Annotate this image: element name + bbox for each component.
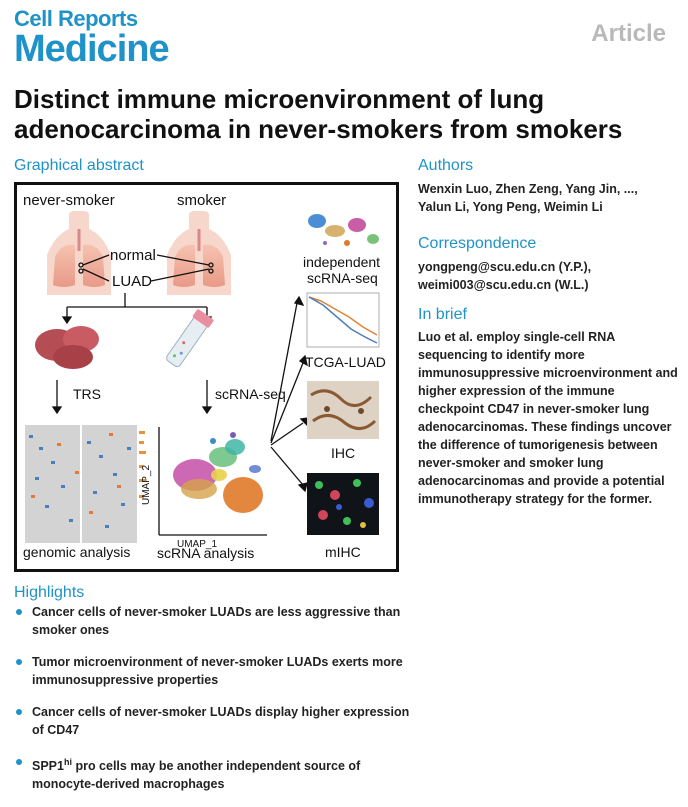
label-tcga-luad: TCGA-LUAD <box>305 354 386 370</box>
highlight-item: Cancer cells of never-smoker LUADs are l… <box>14 603 414 639</box>
in-brief-text: Luo et al. employ single-cell RNA sequen… <box>418 330 678 506</box>
graphical-abstract-heading: Graphical abstract <box>14 157 144 174</box>
article-title: Distinct immune microenvironment of lung… <box>14 84 623 144</box>
highlights-heading: Highlights <box>14 584 85 601</box>
ihc-image-thumbnail <box>307 381 379 439</box>
smoker-lungs-icon <box>167 211 231 295</box>
independent-umap-thumbnail <box>308 214 379 246</box>
label-ihc: IHC <box>331 445 355 461</box>
email-weimi-link[interactable]: weimi003@scu.edu.cn (W.L.) <box>418 278 589 292</box>
label-umap1: UMAP_1 <box>177 539 217 550</box>
graphical-abstract: never-smoker smoker normal LUAD <box>14 182 399 572</box>
umap-plot <box>158 427 267 536</box>
label-independent: independent <box>303 254 380 270</box>
label-independent-scrna: scRNA-seq <box>307 270 378 286</box>
mihc-image-thumbnail <box>307 473 379 535</box>
in-brief-heading: In brief <box>418 306 467 323</box>
label-scrna-seq: scRNA-seq <box>215 386 286 402</box>
label-mihc: mIHC <box>325 544 361 560</box>
authors-list: Wenxin Luo, Zhen Zeng, Yang Jin, ..., Ya… <box>418 180 638 216</box>
label-luad: LUAD <box>112 273 152 290</box>
sample-tube-icon <box>166 309 214 368</box>
authors-line1: Wenxin Luo, Zhen Zeng, Yang Jin, ..., <box>418 182 638 196</box>
label-trs: TRS <box>73 386 101 402</box>
highlight-item: SPP1hi pro cells may be another independ… <box>14 753 414 793</box>
label-umap2: UMAP_2 <box>141 465 152 505</box>
highlight-text-post: pro cells may be another independent sou… <box>32 759 361 792</box>
label-smoker: smoker <box>177 192 226 209</box>
validation-arrows <box>270 295 309 493</box>
email-yongpeng-link[interactable]: yongpeng@scu.edu.cn (Y.P.), <box>418 260 592 274</box>
journal-logo: Cell Reports Medicine <box>14 6 170 70</box>
authors-line2: Yalun Li, Yong Peng, Weimin Li <box>418 200 603 214</box>
journal-name-line2: Medicine <box>14 28 170 70</box>
label-genomic-analysis: genomic analysis <box>23 544 130 560</box>
highlight-text-pre: SPP1 <box>32 759 64 774</box>
correspondence-emails: yongpeng@scu.edu.cn (Y.P.), weimi003@scu… <box>418 258 591 294</box>
article-type-label: Article <box>591 20 666 47</box>
authors-heading: Authors <box>418 157 474 174</box>
highlight-superscript: hi <box>63 757 72 767</box>
highlight-item: Tumor microenvironment of never-smoker L… <box>14 653 414 689</box>
survival-curve-thumbnail <box>306 292 380 348</box>
process-arrows <box>51 380 213 415</box>
highlights-list: Cancer cells of never-smoker LUADs are l… <box>14 603 414 807</box>
never-smoker-lungs-icon <box>47 211 111 295</box>
tissue-icon <box>35 326 99 369</box>
sample-arrows <box>78 254 214 282</box>
label-never-smoker: never-smoker <box>23 192 115 209</box>
label-normal: normal <box>110 247 156 264</box>
journal-name-line1: Cell Reports <box>14 6 138 31</box>
label-scrna-analysis: scRNA analysis <box>157 545 254 561</box>
genomic-heatmap <box>25 425 146 543</box>
graphical-abstract-figure: never-smoker smoker normal LUAD <box>23 192 386 561</box>
correspondence-heading: Correspondence <box>418 235 537 252</box>
highlight-item: Cancer cells of never-smoker LUADs displ… <box>14 703 414 739</box>
branch-arrows <box>61 293 213 325</box>
